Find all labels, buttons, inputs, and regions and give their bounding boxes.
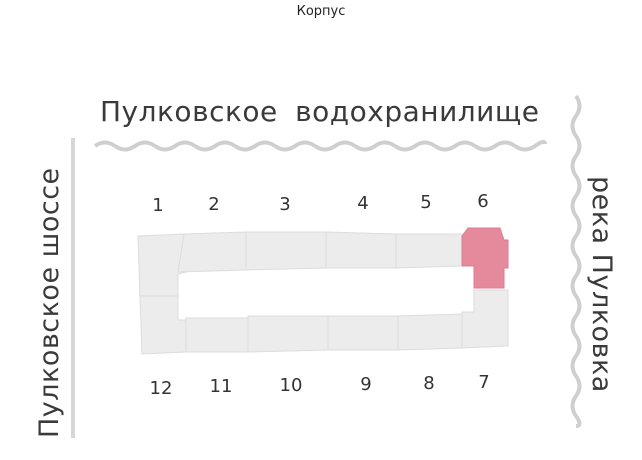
section-number: 9 [360, 374, 372, 395]
section-number: 5 [420, 192, 432, 213]
page-title: Корпус [296, 4, 346, 19]
river-shoreline [570, 94, 582, 428]
section-number: 3 [279, 194, 291, 215]
reservoir-shoreline [93, 139, 547, 152]
section-number: 1 [152, 195, 164, 216]
section-4 [325, 231, 397, 269]
section-number: 4 [357, 193, 369, 214]
section-2 [177, 231, 247, 273]
section-number: 2 [208, 194, 220, 215]
section-6-selected [461, 227, 509, 289]
section-9 [327, 315, 399, 351]
river-label: река Пулковка [586, 176, 617, 393]
highway-label: Пулковское шоссе [34, 167, 65, 438]
section-number: 7 [478, 372, 490, 393]
section-number: 8 [423, 373, 435, 394]
section-3 [245, 231, 327, 271]
section-number: 12 [149, 378, 173, 399]
section-number: 11 [209, 376, 233, 397]
section-11 [185, 317, 249, 353]
section-12 [139, 295, 187, 355]
section-10 [247, 315, 329, 353]
section-7 [461, 289, 509, 349]
section-number: 10 [279, 375, 303, 396]
section-8 [397, 313, 463, 351]
section-5 [395, 233, 463, 269]
section-number: 6 [477, 191, 489, 212]
reservoir-label: Пулковское водохранилище [100, 95, 540, 128]
